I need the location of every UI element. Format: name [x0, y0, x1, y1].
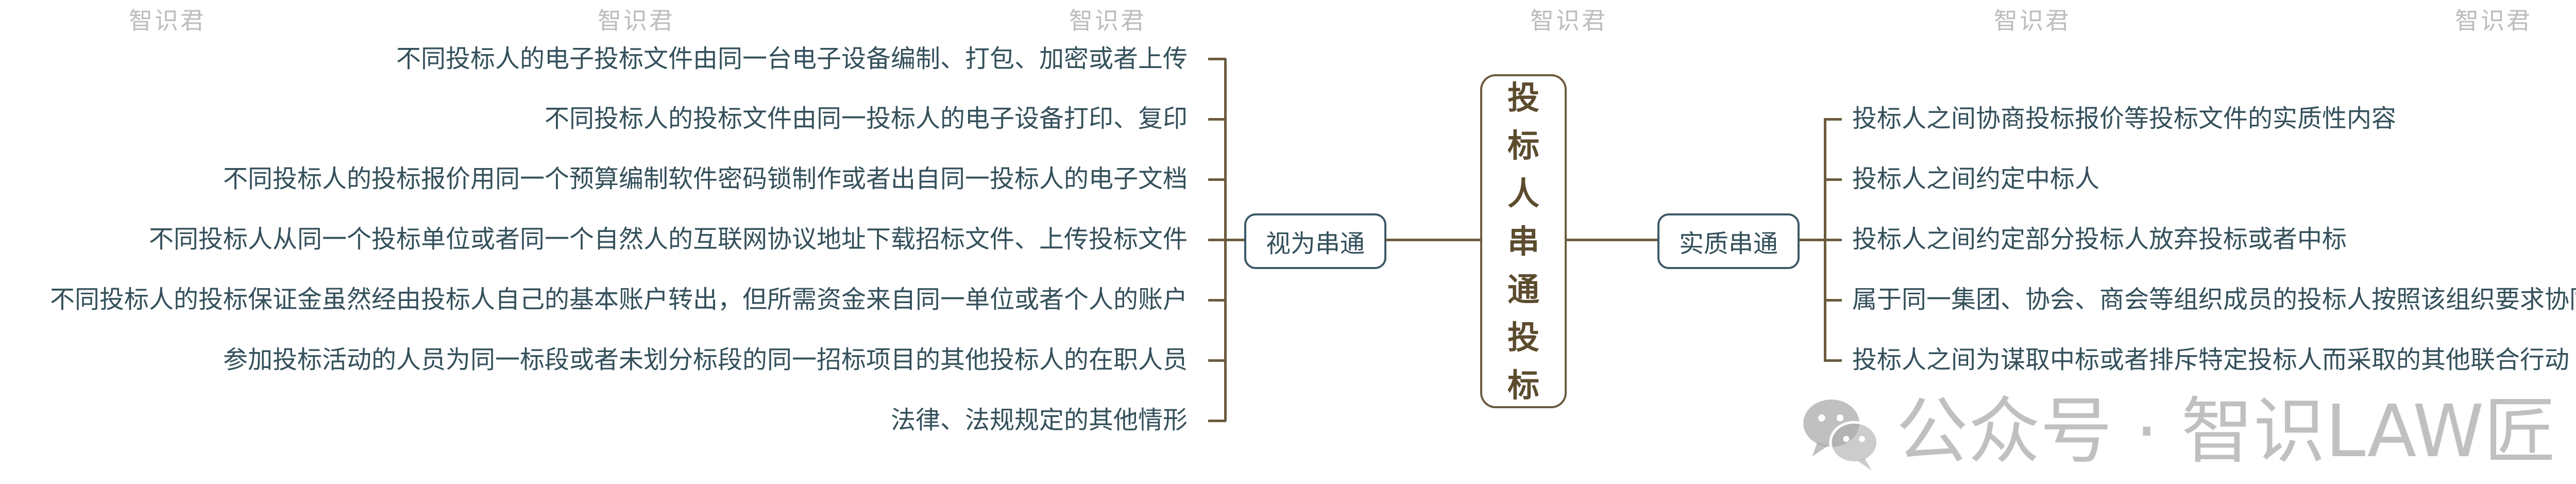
left-leaf-1: 不同投标人的电子投标文件由同一台电子设备编制、打包、加密或者上传 — [396, 44, 1188, 73]
root-node[interactable]: 投 标 人 串 通 投 标 — [1480, 74, 1567, 408]
watermark: 智识君 — [129, 7, 206, 35]
right-leaf-3: 投标人之间约定部分投标人放弃投标或者中标 — [1852, 225, 2347, 254]
right-leaf-5: 投标人之间为谋取中标或者排斥特定投标人而采取的其他联合行动 — [1852, 345, 2570, 374]
branch-node-deemed-collusion[interactable]: 视为串通 — [1244, 213, 1386, 269]
connector — [1824, 299, 1842, 302]
left-leaf-6: 参加投标活动的人员为同一标段或者未划分标段的同一招标项目的其他投标人的在职人员 — [223, 345, 1188, 374]
root-char: 人 — [1507, 174, 1539, 212]
root-char: 串 — [1507, 222, 1539, 260]
left-leaf-3: 不同投标人的投标报价用同一个预算编制软件密码锁制作或者出自同一投标人的电子文档 — [223, 164, 1188, 193]
connector — [1208, 420, 1226, 422]
watermark: 智识君 — [2455, 7, 2532, 35]
root-char: 投 — [1507, 78, 1539, 116]
left-leaf-4: 不同投标人从同一个投标单位或者同一个自然人的互联网协议地址下载招标文件、上传投标… — [148, 225, 1188, 254]
watermark-text: 公众号 · 智识LAW匠 — [1896, 390, 2556, 474]
connector — [1824, 359, 1842, 362]
connector — [1208, 299, 1226, 302]
watermark: 智识君 — [1530, 7, 1607, 35]
wechat-icon — [1803, 399, 1879, 471]
left-leaf-7: 法律、法规规定的其他情形 — [890, 406, 1188, 435]
connector — [1799, 239, 1825, 241]
connector — [1386, 239, 1481, 241]
wechat-watermark: 公众号 · 智识LAW匠 — [1798, 386, 2556, 478]
branch-node-substantive-collusion[interactable]: 实质串通 — [1657, 213, 1800, 269]
connector — [1566, 239, 1658, 241]
connector — [1824, 178, 1842, 181]
connector — [1208, 178, 1226, 181]
connector — [1824, 239, 1842, 241]
left-leaf-2: 不同投标人的投标文件由同一投标人的电子设备打印、复印 — [544, 104, 1188, 133]
root-char: 标 — [1507, 366, 1539, 404]
connector — [1208, 239, 1244, 241]
root-char: 投 — [1507, 318, 1539, 356]
right-leaf-4: 属于同一集团、协会、商会等组织成员的投标人按照该组织要求协同投标 — [1852, 285, 2576, 314]
right-leaf-2: 投标人之间约定中标人 — [1852, 164, 2100, 193]
root-char: 通 — [1507, 270, 1539, 308]
root-char: 标 — [1507, 126, 1539, 164]
left-leaf-5: 不同投标人的投标保证金虽然经由投标人自己的基本账户转出，但所需资金来自同一单位或… — [49, 285, 1188, 314]
connector — [1208, 359, 1226, 362]
connector — [1208, 118, 1226, 121]
right-leaf-1: 投标人之间协商投标报价等投标文件的实质性内容 — [1852, 104, 2397, 133]
watermark: 智识君 — [598, 7, 675, 35]
connector — [1208, 58, 1226, 60]
watermark: 智识君 — [1994, 7, 2071, 35]
watermark: 智识君 — [1069, 7, 1146, 35]
connector — [1824, 118, 1842, 121]
